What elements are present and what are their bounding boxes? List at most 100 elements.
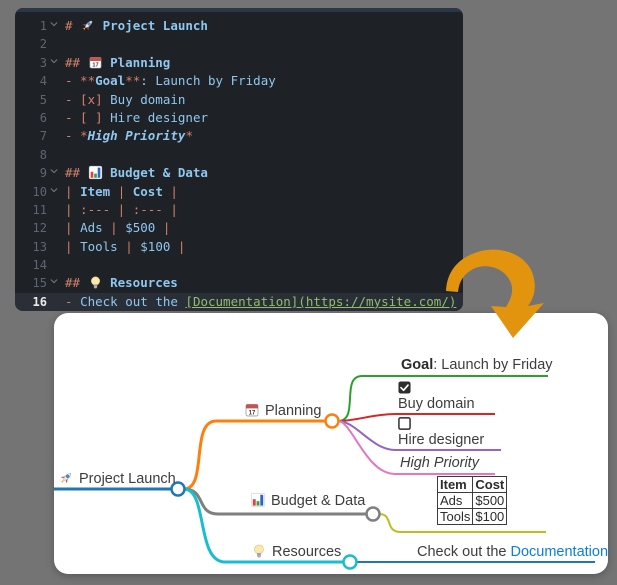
code-token: $500: [125, 220, 156, 236]
editor-line[interactable]: 3 ## 17 Planning: [15, 54, 463, 72]
resources-node-label[interactable]: Resources: [251, 543, 341, 560]
code-line-content[interactable]: ## 17 Planning: [61, 54, 170, 72]
fold-toggle-icon[interactable]: [47, 17, 61, 35]
high-priority-node-label[interactable]: High Priority: [400, 455, 479, 471]
editor-line[interactable]: 4 - **Goal**: Launch by Friday: [15, 72, 463, 90]
editor-line[interactable]: 8: [15, 146, 463, 164]
line-number: 6: [39, 110, 47, 125]
line-number: 15: [32, 276, 47, 291]
code-line-content[interactable]: | Item | Cost |: [61, 183, 178, 201]
code-token: ##: [65, 165, 88, 181]
fold-toggle-icon[interactable]: [47, 274, 61, 292]
docs-node-label[interactable]: Check out the Documentation: [417, 544, 608, 560]
editor-line[interactable]: 12 | Ads | $500 |: [15, 219, 463, 237]
buy-domain-node-label[interactable]: Buy domain: [398, 381, 475, 412]
fold-toggle-icon[interactable]: [47, 183, 61, 201]
code-line-content[interactable]: - [x] Buy domain: [61, 91, 185, 109]
editor-top-border: [15, 8, 463, 12]
code-token: Budget & Data: [102, 165, 208, 181]
line-number: 13: [32, 239, 47, 254]
line-number: 9: [39, 166, 47, 181]
budget-node-circle[interactable]: [365, 506, 381, 522]
resources-node-text: Resources: [272, 544, 342, 560]
code-token: |: [117, 238, 141, 254]
line-number: 4: [39, 74, 47, 89]
line-number: 3: [39, 55, 47, 70]
editor-line[interactable]: 15 ## Resources: [15, 274, 463, 292]
line-number: 5: [39, 92, 47, 107]
code-token: |: [65, 183, 81, 199]
table-cell: $500: [472, 492, 508, 509]
code-token: $100: [140, 238, 171, 254]
editor-line[interactable]: 2: [15, 35, 463, 53]
code-token: Hire designer: [110, 109, 208, 125]
goal-node-label[interactable]: Goal: Launch by Friday: [401, 357, 553, 373]
editor-line[interactable]: 14: [15, 256, 463, 274]
code-token: [Documentation](https://mysite.com/): [185, 293, 457, 309]
editor-line[interactable]: 9 ## Budget & Data: [15, 164, 463, 182]
rocket-icon: [80, 18, 95, 33]
code-line-content[interactable]: [61, 35, 65, 53]
budget-node-label[interactable]: Budget & Data: [250, 492, 365, 509]
code-line-content[interactable]: [61, 146, 65, 164]
code-line-content[interactable]: | Ads | $500 |: [61, 219, 170, 237]
editor-line[interactable]: 7- *High Priority*: [15, 127, 463, 145]
buy-domain-branch-line: [337, 413, 495, 422]
fold-toggle-icon[interactable]: [47, 54, 61, 72]
code-line-content[interactable]: ## Resources: [61, 274, 178, 292]
planning-node-text: Planning: [265, 403, 322, 419]
editor-line[interactable]: 6 - [ ] Hire designer: [15, 109, 463, 127]
planning-node-label[interactable]: 17 Planning: [244, 402, 321, 419]
editor-line[interactable]: 1# Project Launch: [15, 17, 463, 35]
code-token: High Priority: [87, 128, 186, 144]
root-node-label[interactable]: Project Launch: [58, 470, 176, 487]
planning-node-circle[interactable]: [324, 413, 340, 429]
documentation-link[interactable]: Documentation: [510, 544, 609, 560]
editor-line[interactable]: 13 | Tools | $100 |: [15, 238, 463, 256]
fold-spacer: [47, 91, 61, 109]
goal-branch-line: [337, 375, 548, 422]
editor-line[interactable]: 16 - Check out the [Documentation](https:…: [15, 292, 463, 311]
code-token: Planning: [102, 54, 171, 70]
svg-text:17: 17: [249, 410, 256, 416]
checkbox-unchecked-icon[interactable]: [398, 417, 411, 430]
code-line-content[interactable]: # Project Launch: [61, 17, 208, 35]
code-line-content[interactable]: - [ ] Hire designer: [61, 109, 208, 127]
fold-spacer: [47, 238, 61, 256]
checkbox-checked-icon[interactable]: [398, 381, 411, 394]
code-token: |: [162, 183, 178, 199]
code-line-content[interactable]: [61, 256, 65, 274]
line-number: 16: [32, 294, 47, 309]
code-line-content[interactable]: | Tools | $100 |: [61, 238, 185, 256]
line-number: 14: [32, 258, 47, 273]
editor-line[interactable]: 11| :--- | :--- |: [15, 201, 463, 219]
goal-rest-text: : Launch by Friday: [433, 357, 553, 373]
hire-designer-node-label[interactable]: Hire designer: [398, 417, 484, 448]
fold-spacer: [47, 146, 61, 164]
code-line-content[interactable]: - *High Priority*: [61, 127, 193, 145]
line-number: 12: [32, 221, 47, 236]
fold-spacer: [47, 72, 61, 90]
root-node-circle[interactable]: [170, 481, 186, 497]
code-line-content[interactable]: ## Budget & Data: [61, 164, 208, 182]
root-node-text: Project Launch: [79, 471, 176, 487]
code-line-content[interactable]: - **Goal**: Launch by Friday: [61, 72, 276, 90]
code-token: Resources: [102, 275, 178, 291]
code-token: Project Launch: [95, 18, 208, 33]
code-line-content[interactable]: - Check out the [Documentation](https://…: [61, 293, 456, 311]
code-line-content[interactable]: | :--- | :--- |: [61, 201, 178, 219]
fold-toggle-icon[interactable]: [47, 164, 61, 182]
fold-spacer: [47, 219, 61, 237]
editor-line[interactable]: 5 - [x] Buy domain: [15, 91, 463, 109]
fold-spacer: [47, 256, 61, 274]
editor-line[interactable]: 10| Item | Cost |: [15, 183, 463, 201]
table-header-cell: Item: [436, 476, 474, 493]
table-header-cell: Cost: [472, 476, 508, 493]
code-token: Buy domain: [110, 91, 186, 107]
resources-node-circle[interactable]: [342, 554, 358, 570]
